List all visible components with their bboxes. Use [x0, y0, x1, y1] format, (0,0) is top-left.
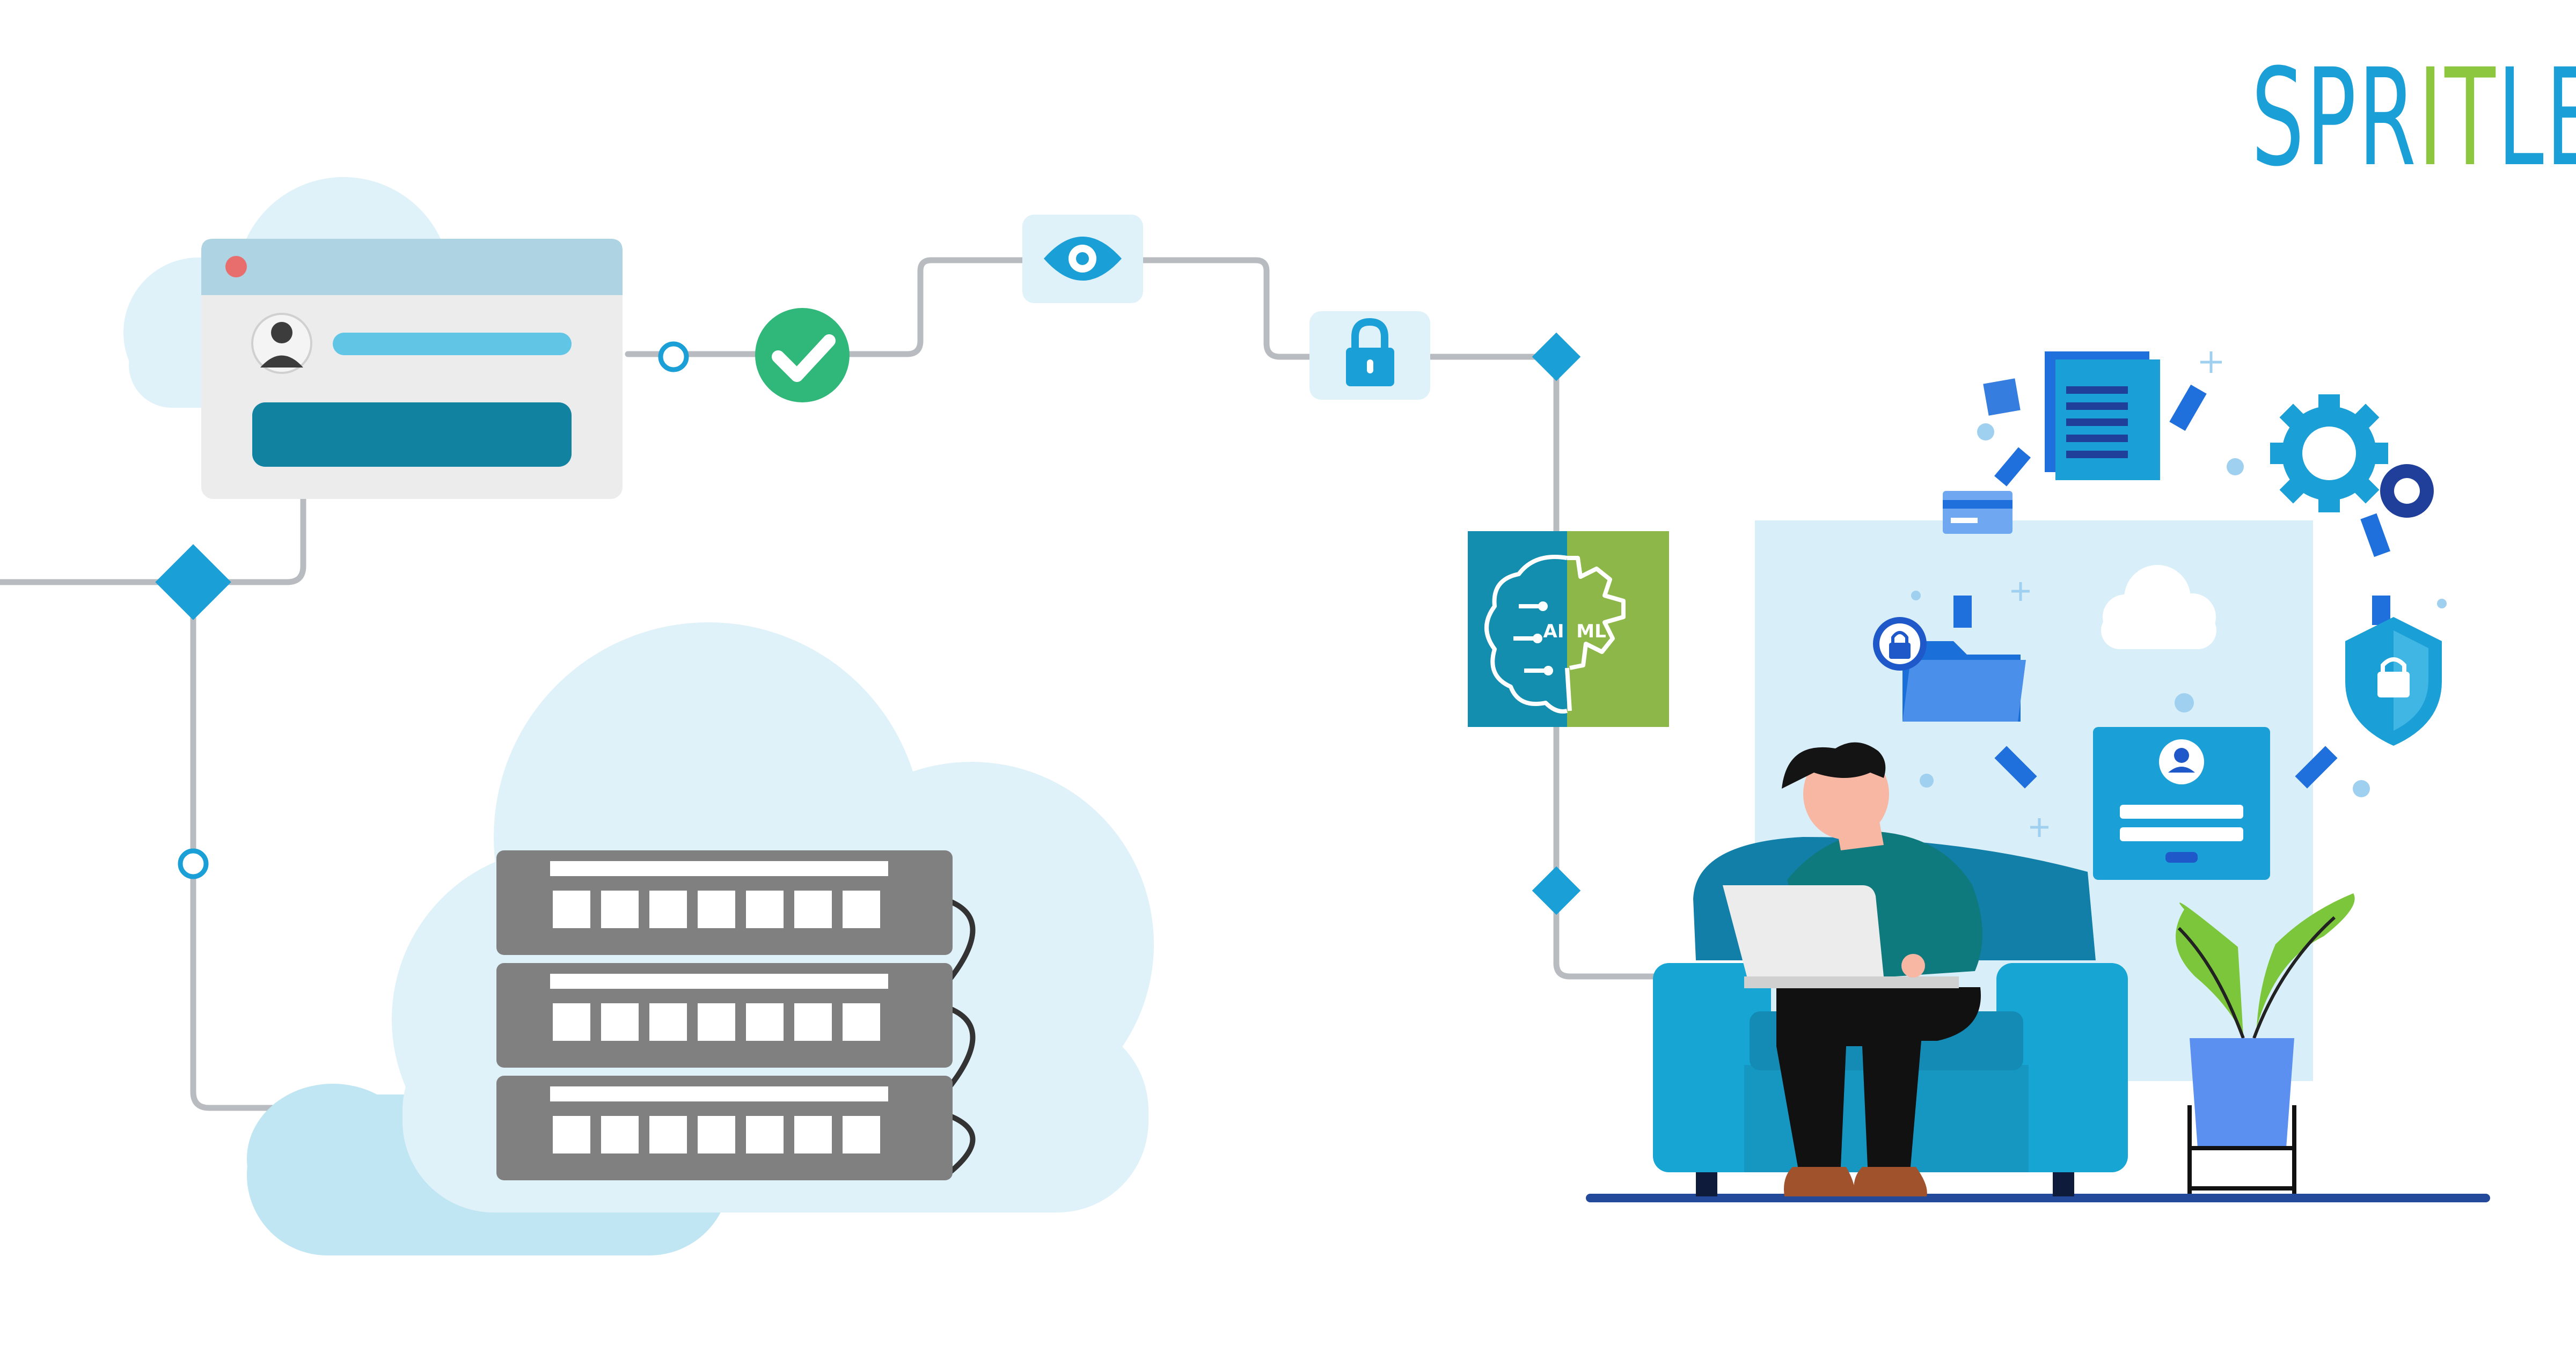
check-circle-icon	[755, 308, 850, 402]
plant-icon	[2176, 893, 2355, 1202]
line-left-entry	[0, 496, 306, 585]
server-unit-1	[496, 850, 953, 955]
legs	[1776, 987, 1981, 1167]
gear-icon	[2270, 394, 2434, 518]
ring-node-top	[658, 341, 689, 372]
arm	[1916, 891, 1981, 974]
browser-action-button	[252, 402, 572, 467]
line-left-down	[190, 579, 526, 1111]
lock-icon	[1309, 311, 1430, 400]
credit-card-icon	[1943, 491, 2012, 534]
folder-lock-icon	[1873, 617, 2026, 722]
cloud-small-icon	[2101, 565, 2216, 649]
logo-part-3: LE	[2497, 40, 2576, 196]
ring-node-left	[178, 848, 209, 879]
ring-nodes	[178, 341, 689, 879]
ml-label: ML	[1576, 621, 1606, 642]
sprittle-logo: SPRITLE	[2251, 51, 2576, 185]
floor-line	[1586, 1194, 2490, 1202]
eye-icon	[1022, 215, 1143, 303]
floating-items	[1911, 351, 2447, 837]
laptop-base	[1744, 976, 1959, 988]
browser-name-bar	[333, 333, 572, 355]
shield-lock-icon	[2345, 617, 2442, 746]
server-unit-2	[496, 963, 953, 1068]
browser-title-bar	[201, 239, 623, 295]
server-rack-icon	[496, 850, 976, 1180]
shoes	[1784, 1167, 1927, 1196]
ai-ml-brain-gear-icon: AI ML	[1468, 531, 1669, 727]
ai-label: AI	[1543, 621, 1564, 642]
hand	[1901, 954, 1925, 978]
logo-part-1: SPR	[2251, 40, 2418, 196]
document-icon	[2045, 351, 2160, 480]
line-top-flow	[625, 257, 1721, 980]
laptop-screen	[1723, 885, 1884, 976]
diamond-node-left	[155, 544, 231, 620]
person-laptop-icon	[1586, 742, 2490, 1202]
browser-window-icon	[201, 239, 623, 499]
server-unit-3	[496, 1076, 953, 1180]
hair	[1782, 742, 1886, 789]
logo-part-2: IT	[2418, 40, 2498, 196]
login-card-icon	[2093, 727, 2270, 880]
diamond-node-bottom	[1532, 866, 1581, 915]
connector-lines	[0, 257, 1721, 1111]
diamond-node-top	[1532, 332, 1581, 381]
browser-close-dot	[225, 256, 247, 277]
